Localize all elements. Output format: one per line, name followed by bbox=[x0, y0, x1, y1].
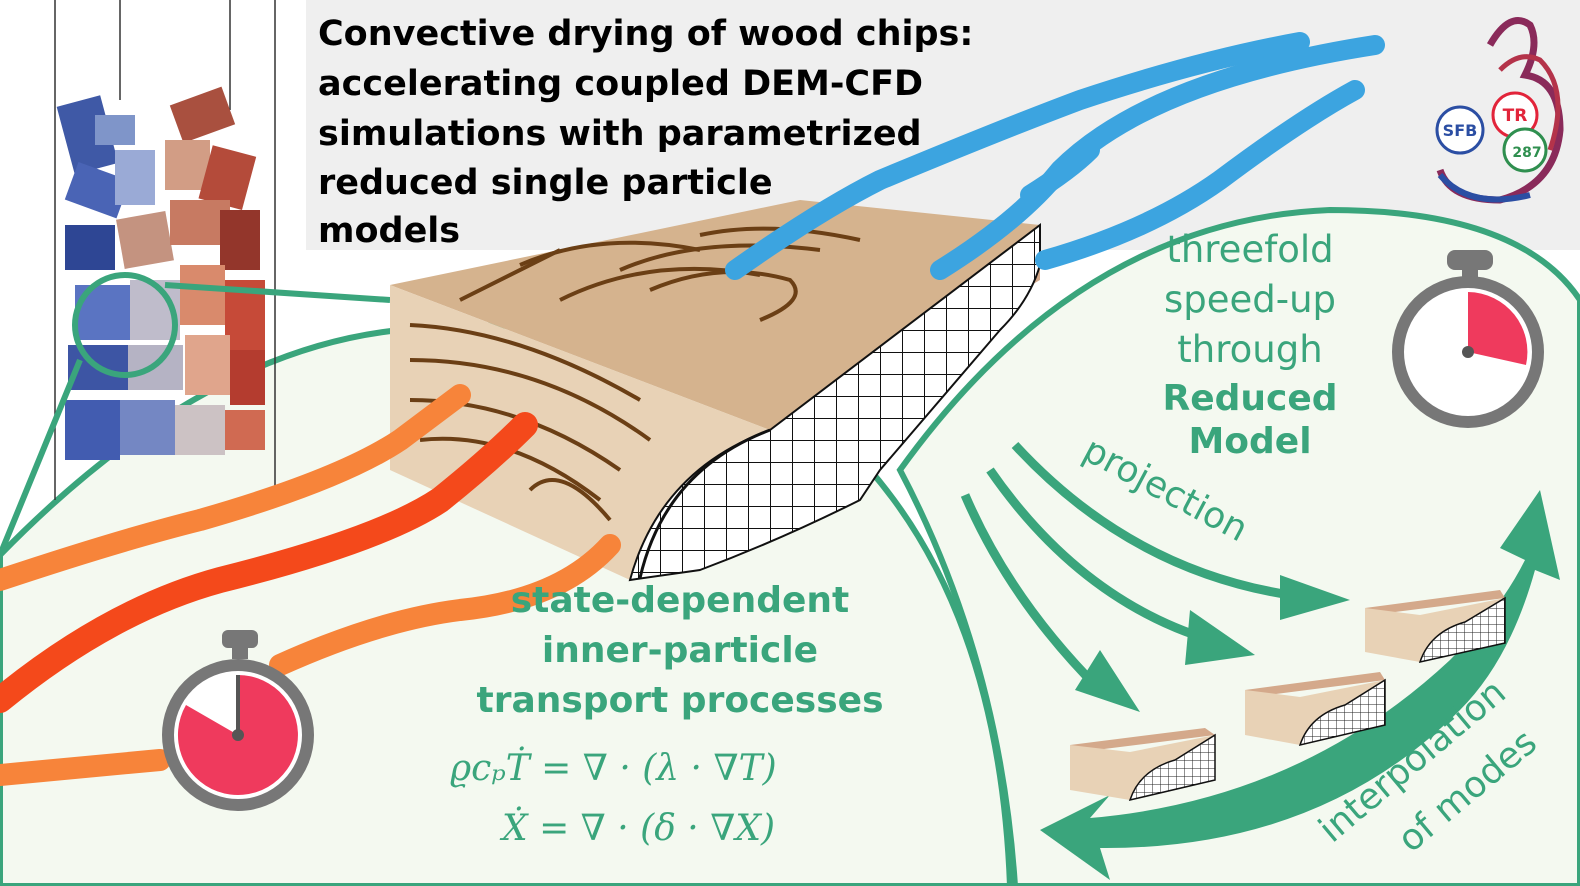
speedup-bold-line-1: Reduced bbox=[1162, 378, 1338, 419]
reduced-chip-1 bbox=[1070, 728, 1216, 802]
projection-arrowhead bbox=[1185, 610, 1255, 665]
stopwatch-fast-icon bbox=[1392, 250, 1544, 428]
speedup-line-1: threefold bbox=[1166, 228, 1334, 271]
projection-arrowhead bbox=[1280, 575, 1350, 620]
hot-air-streams bbox=[0, 384, 621, 786]
cold-air-streams bbox=[725, 32, 1385, 280]
speedup-line-2: speed-up bbox=[1163, 278, 1337, 321]
zoom-indicator bbox=[0, 272, 391, 557]
logo-tr-text: TR bbox=[1503, 106, 1528, 126]
moisture-equation: Ẋ = ∇ · (δ · ∇X) bbox=[502, 808, 776, 849]
title-line-5: models bbox=[318, 211, 461, 251]
title-line-2: accelerating coupled DEM-CFD bbox=[318, 64, 924, 104]
title-line-4: reduced single particle bbox=[318, 163, 773, 203]
speedup-line-3: through bbox=[1177, 328, 1323, 371]
projection-arrows bbox=[960, 441, 1291, 694]
sfb-trr-287-logo bbox=[1435, 17, 1564, 204]
speedup-bold-line-2: Model bbox=[1188, 421, 1312, 462]
title-line-1: Convective drying of wood chips: bbox=[318, 14, 974, 54]
transport-line-2: inner-particle bbox=[541, 630, 819, 671]
transport-line-3: transport processes bbox=[476, 680, 884, 721]
reduced-chip-2 bbox=[1245, 672, 1386, 747]
heat-equation: ϱcₚṪ = ∇ · (λ · ∇T) bbox=[450, 748, 777, 789]
logo-sfb-text: SFB bbox=[1443, 121, 1478, 140]
wood-chip-block bbox=[390, 200, 1041, 582]
transport-line-1: state-dependent bbox=[510, 580, 850, 621]
reduced-chip-3 bbox=[1365, 590, 1506, 664]
title-line-3: simulations with parametrized bbox=[318, 114, 922, 154]
logo-number-text: 287 bbox=[1512, 145, 1541, 161]
interpolation-arrow bbox=[1040, 490, 1560, 880]
projection-arrowhead bbox=[1075, 650, 1140, 712]
dem-particle-column bbox=[54, 0, 276, 500]
stopwatch-slow-icon bbox=[162, 630, 314, 811]
